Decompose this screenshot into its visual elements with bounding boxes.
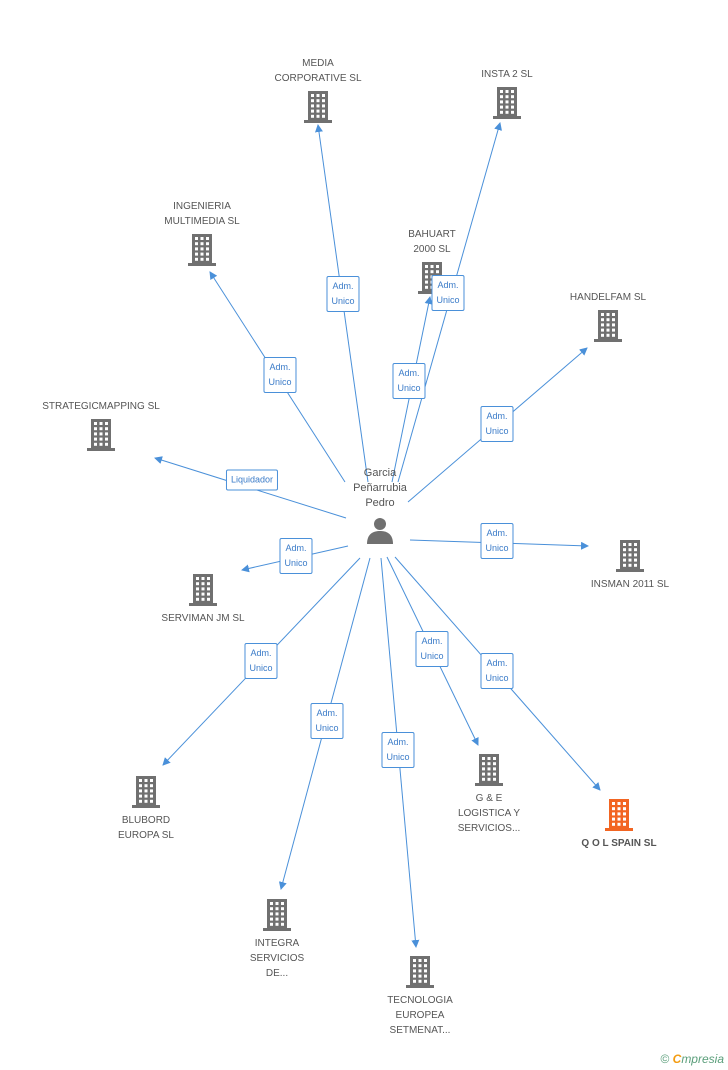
company-node-handelfam[interactable]: HANDELFAM SL: [533, 290, 683, 343]
company-label: BLUBORD EUROPA SL: [118, 815, 174, 841]
brand-logo-letter: C: [672, 1052, 682, 1066]
company-label: INTEGRA SERVICIOS DE...: [249, 938, 305, 979]
company-node-integra[interactable]: INTEGRA SERVICIOS DE...: [202, 898, 352, 981]
company-node-insta[interactable]: INSTA 2 SL: [432, 67, 582, 120]
building-icon: [188, 234, 216, 266]
company-node-serviman[interactable]: SERVIMAN JM SL: [128, 573, 278, 626]
company-node-tecnologia[interactable]: TECNOLOGIA EUROPEA SETMENAT...: [345, 955, 495, 1038]
company-label: SERVIMAN JM SL: [161, 613, 245, 624]
center-person-label: Garcia Peñarrubia Pedro: [353, 467, 407, 509]
brand-name: mpresia: [681, 1052, 724, 1066]
edge-label-insman[interactable]: Adm. Unico: [480, 523, 514, 559]
building-icon: [594, 310, 622, 342]
company-label: TECNOLOGIA EUROPEA SETMENAT...: [387, 995, 453, 1036]
company-node-ge[interactable]: G & E LOGISTICA Y SERVICIOS...: [414, 753, 564, 836]
copyright-symbol: ©: [660, 1052, 670, 1066]
empresia-brand[interactable]: © Cmpresia: [660, 1052, 724, 1066]
company-label: INSMAN 2011 SL: [590, 579, 670, 590]
edge-label-integra[interactable]: Adm. Unico: [310, 703, 344, 739]
edge-label-insta[interactable]: Adm. Unico: [431, 275, 465, 311]
company-label: G & E LOGISTICA Y SERVICIOS...: [457, 793, 521, 834]
edge-label-bahuart[interactable]: Adm. Unico: [392, 363, 426, 399]
edge-label-serviman[interactable]: Adm. Unico: [279, 538, 313, 574]
building-icon: [493, 87, 521, 119]
company-node-strategic[interactable]: STRATEGICMAPPING SL: [26, 399, 176, 452]
edge-label-media[interactable]: Adm. Unico: [326, 276, 360, 312]
company-node-media[interactable]: MEDIA CORPORATIVE SL: [243, 56, 393, 124]
company-label: BAHUART 2000 SL: [408, 229, 456, 255]
edge-label-blubord[interactable]: Adm. Unico: [244, 643, 278, 679]
center-person[interactable]: Garcia Peñarrubia Pedro: [320, 466, 440, 545]
company-node-qol[interactable]: Q O L SPAIN SL: [544, 798, 694, 851]
building-icon: [475, 754, 503, 786]
edge-label-ingenieria[interactable]: Adm. Unico: [263, 357, 297, 393]
company-label: INSTA 2 SL: [481, 69, 533, 80]
building-icon: [132, 776, 160, 808]
building-icon: [605, 799, 633, 831]
edge-label-strategic[interactable]: Liquidador: [225, 469, 279, 491]
company-node-blubord[interactable]: BLUBORD EUROPA SL: [71, 775, 221, 843]
person-icon: [367, 518, 393, 544]
company-label: HANDELFAM SL: [569, 292, 647, 303]
company-label: Q O L SPAIN SL: [581, 838, 657, 849]
building-icon: [87, 419, 115, 451]
edge-label-tecnologia[interactable]: Adm. Unico: [381, 732, 415, 768]
edge-label-handelfam[interactable]: Adm. Unico: [480, 406, 514, 442]
company-label: MEDIA CORPORATIVE SL: [274, 58, 362, 84]
edge-label-qol[interactable]: Adm. Unico: [480, 653, 514, 689]
building-icon: [406, 956, 434, 988]
building-icon: [189, 574, 217, 606]
building-icon: [616, 540, 644, 572]
building-icon: [304, 91, 332, 123]
company-label: INGENIERIA MULTIMEDIA SL: [164, 201, 240, 227]
company-node-insman[interactable]: INSMAN 2011 SL: [555, 539, 705, 592]
company-label: STRATEGICMAPPING SL: [42, 401, 160, 412]
building-icon: [263, 899, 291, 931]
company-node-ingenieria[interactable]: INGENIERIA MULTIMEDIA SL: [127, 199, 277, 267]
edge-label-ge[interactable]: Adm. Unico: [415, 631, 449, 667]
